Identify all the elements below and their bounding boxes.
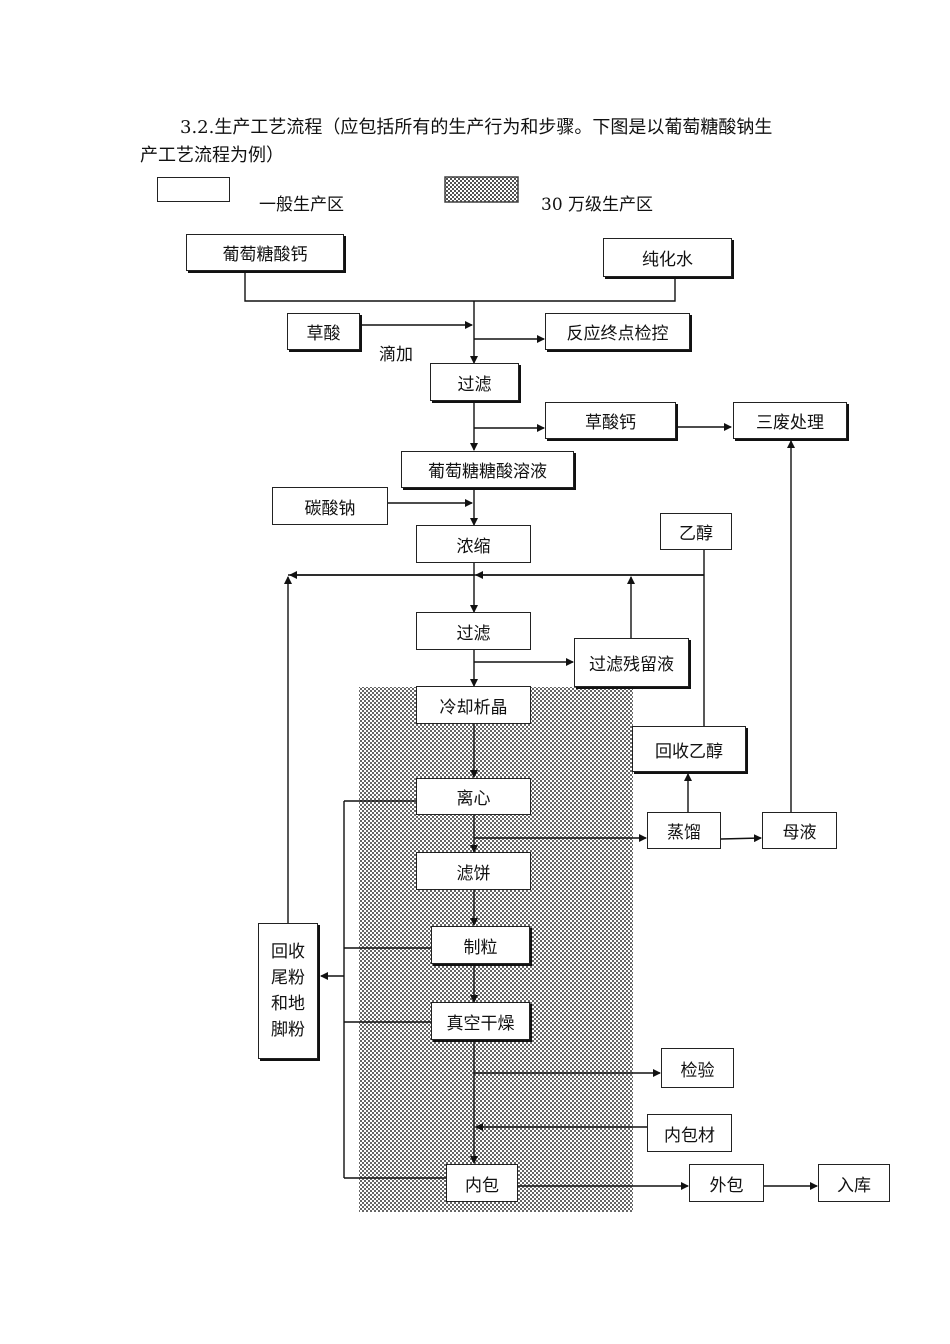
node-recover-ethanol: 回收乙醇: [632, 726, 746, 772]
legend-clean-swatch: [444, 176, 519, 203]
node-outer-pack: 外包: [689, 1164, 764, 1202]
node-reaction-endpoint: 反应终点检控: [545, 313, 690, 350]
arrow-distill-mother: [720, 834, 762, 843]
legend-clean-label: 30 万级生产区: [541, 195, 654, 215]
recover-powder-line-2: 尾粉: [271, 968, 305, 988]
node-vacuum-dry: 真空干燥: [431, 1002, 530, 1040]
node-granulate: 制粒: [431, 926, 530, 964]
node-inner-pack: 内包: [446, 1164, 518, 1202]
node-ethanol: 乙醇: [660, 513, 732, 550]
node-recover-powder: 回收 尾粉 和地 脚粉: [258, 923, 318, 1059]
node-filter-residue: 过滤残留液: [574, 638, 689, 687]
heading-line-2: 产工艺流程为例）: [140, 145, 284, 166]
recover-powder-line-4: 脚粉: [271, 1020, 305, 1040]
node-oxalic-acid: 草酸: [287, 313, 360, 350]
node-filter-1: 过滤: [430, 363, 519, 401]
section-heading: 3.2.生产工艺流程（应包括所有的生产行为和步骤。下图是以葡萄糖酸钠生 产工艺流…: [140, 114, 840, 170]
node-centrifuge: 离心: [416, 778, 531, 815]
node-inner-material: 内包材: [647, 1114, 732, 1152]
node-inspect: 检验: [661, 1048, 734, 1088]
recover-powder-line-3: 和地: [271, 994, 305, 1014]
node-crystallize: 冷却析晶: [416, 686, 531, 724]
connector-calcium-water: [244, 271, 676, 302]
recover-powder-line-1: 回收: [271, 942, 305, 962]
node-concentrate: 浓缩: [416, 525, 531, 563]
node-filter-cake: 滤饼: [416, 852, 531, 890]
legend-general-swatch: [157, 177, 230, 202]
legend-general-label: 一般生产区: [259, 195, 344, 215]
note-dropwise: 滴加: [379, 345, 413, 365]
node-filter-2: 过滤: [416, 612, 531, 650]
node-distill: 蒸馏: [647, 812, 721, 849]
node-waste-treatment: 三废处理: [733, 402, 847, 439]
node-sodium-carbonate: 碳酸钠: [272, 487, 388, 525]
node-mother-liquor: 母液: [762, 812, 837, 849]
node-calcium-oxalate: 草酸钙: [545, 402, 676, 439]
node-warehouse: 入库: [818, 1164, 890, 1202]
node-purified-water: 纯化水: [603, 238, 732, 277]
node-calcium-gluconate: 葡萄糖酸钙: [186, 234, 344, 271]
flow-connectors: [244, 271, 818, 1190]
node-gluconic-solution: 葡萄糖糖酸溶液: [401, 451, 574, 488]
heading-line-1: 3.2.生产工艺流程（应包括所有的生产行为和步骤。下图是以葡萄糖酸钠生: [180, 117, 773, 138]
